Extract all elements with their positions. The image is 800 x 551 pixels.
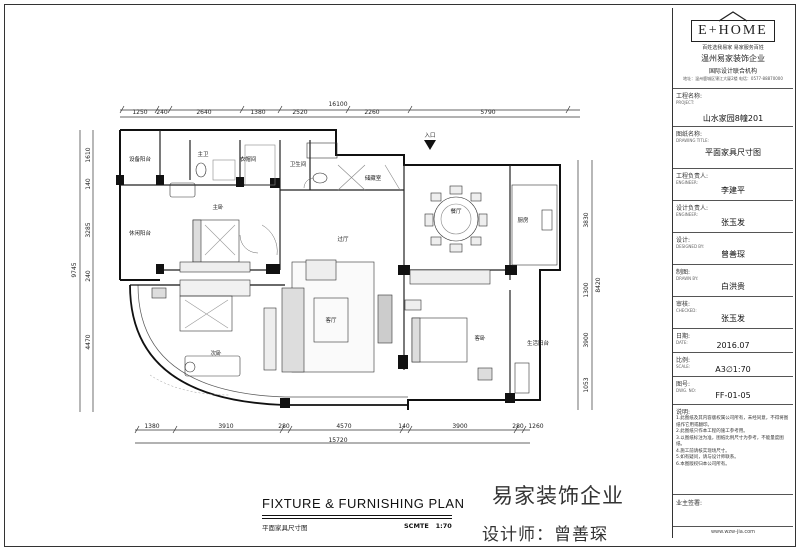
dim-left-3: 3285 xyxy=(85,222,92,237)
plan-subtitle: 平面家具尺寸图 xyxy=(262,524,308,532)
dim-top-total: 16100 xyxy=(328,101,347,108)
tb-project: 工程名称:PROJECT: 山水家园8幢201 xyxy=(673,88,793,148)
room-master-bath: 主卫 xyxy=(197,150,209,158)
logo-brand: E+HOME xyxy=(691,20,775,42)
dim-bottom-total: 15720 xyxy=(328,437,347,444)
dim-top-7: 5790 xyxy=(480,109,495,116)
tb-signature: 业主签署: xyxy=(673,494,793,526)
designer-handwriting: 设计师：曾善琛 xyxy=(482,525,608,545)
dim-bottom-4: 4570 xyxy=(336,423,351,430)
dim-top-5: 2520 xyxy=(292,109,307,116)
room-dining: 餐厅 xyxy=(450,207,462,215)
room-master-bed: 主卧 xyxy=(212,203,224,211)
room-kitchen: 厨房 xyxy=(517,216,529,224)
tb-notes: 说明: 1.此图纸及其内容版权属公司所有，未经同意，不得将图纸作它用或翻印。 2… xyxy=(673,404,793,494)
engineer-value: 李建平 xyxy=(721,186,745,195)
room-utility-balcony: 设备阳台 xyxy=(129,155,152,163)
drawn-value: 白洪贵 xyxy=(721,282,745,291)
tb-drawing: 图纸名称:DRAWING TITLE: 平面家具尺寸图 xyxy=(673,126,793,166)
dim-right-2: 1300 xyxy=(583,282,590,297)
room-living: 客厅 xyxy=(325,316,337,324)
dim-left-4: 240 xyxy=(85,270,92,282)
scale-value: A3∅1:70 xyxy=(715,365,751,374)
website: www.wzw-jia.com xyxy=(710,529,756,535)
floor-plan: 16100 1250 240 2640 1380 2520 2260 5790 … xyxy=(71,101,602,444)
dim-top-4: 1380 xyxy=(250,109,265,116)
dim-top-6: 2260 xyxy=(364,109,379,116)
logo-org: 国际设计联合机构 xyxy=(708,68,757,75)
number-value: FF-01-05 xyxy=(715,391,751,400)
logo-company: 温州易家装饰企业 xyxy=(701,54,765,63)
dim-top-3: 2640 xyxy=(196,109,211,116)
title-block: E+HOME 百姓选我易家 易家服务百姓 温州易家装饰企业 国际设计联合机构 地… xyxy=(672,8,793,538)
plan-scale: SCMTE 1:70 xyxy=(404,522,452,530)
title-underline xyxy=(262,515,452,516)
house-roof-icon xyxy=(718,11,748,22)
dim-bottom-6: 3900 xyxy=(452,423,467,430)
plan-title: FIXTURE & FURNISHING PLAN xyxy=(262,496,465,511)
tb-engineer: 工程负责人:ENGINEER: 李建平 xyxy=(673,168,793,200)
dim-bottom-8: 1260 xyxy=(528,423,543,430)
dim-right-total: 8420 xyxy=(595,277,602,292)
checked-value: 张玉发 xyxy=(721,314,745,323)
tb-drawn: 制图:DRAWN BY: 白洪贵 xyxy=(673,264,793,296)
room-study: 次卧 xyxy=(210,349,222,357)
dim-top-1: 1250 xyxy=(132,109,147,116)
dim-left-5: 4470 xyxy=(85,334,92,349)
dim-bottom-7: 280 xyxy=(512,423,524,430)
notes-list: 1.此图纸及其内容版权属公司所有，未经同意，不得将图纸作它用或翻印。 2.此图纸… xyxy=(676,416,789,467)
dim-right-3: 3900 xyxy=(583,332,590,347)
room-hall: 过厅 xyxy=(337,235,349,243)
tb-number: 图号:DWG. NO: FF-01-05 xyxy=(673,376,793,404)
dim-left-2: 140 xyxy=(85,178,92,190)
dim-bottom-2: 3910 xyxy=(218,423,233,430)
company-logo: E+HOME 百姓选我易家 易家服务百姓 温州易家装饰企业 国际设计联合机构 地… xyxy=(673,8,793,88)
room-store: 储藏室 xyxy=(365,174,382,182)
logo-address: 地址：温州鹿城区锦江大厦2楼 电话：0577-88870000 xyxy=(683,76,783,81)
tb-date: 日期:DATE: 2016.07 xyxy=(673,328,793,352)
room-wardrobe: 衣帽间 xyxy=(240,155,257,163)
dim-top-2: 240 xyxy=(156,109,168,116)
entrance-label: 入口 xyxy=(424,132,435,139)
project-value: 山水家园8幢201 xyxy=(702,114,764,123)
dim-bottom-1: 1380 xyxy=(144,423,159,430)
tb-checked: 审核:CHECKED: 张玉发 xyxy=(673,296,793,328)
dim-bottom-3: 280 xyxy=(278,423,290,430)
drawing-frame xyxy=(4,4,796,547)
tb-design-lead: 设计负责人:ENGINEER: 张玉发 xyxy=(673,200,793,232)
room-life-balcony: 生活阳台 xyxy=(527,339,550,347)
drawing-value: 平面家具尺寸图 xyxy=(705,148,761,157)
logo-slogan: 百姓选我易家 易家服务百姓 xyxy=(702,45,764,51)
dim-left-total: 9745 xyxy=(71,262,78,277)
dim-left-1: 1610 xyxy=(85,147,92,162)
room-guest-bath: 卫生间 xyxy=(290,160,307,168)
tb-scale: 比例:SCALE: A3∅1:70 xyxy=(673,352,793,376)
room-leisure-balcony: 休闲阳台 xyxy=(129,229,152,237)
tb-designer: 设计:DESIGNED BY: 曾善琛 xyxy=(673,232,793,264)
dim-right-4: 1053 xyxy=(583,377,590,392)
title-underline-thin xyxy=(262,518,452,519)
company-handwriting: 易家装饰企业 xyxy=(492,484,624,508)
date-value: 2016.07 xyxy=(716,341,750,350)
designer-value: 曾善琛 xyxy=(721,250,745,259)
dim-right-1: 3830 xyxy=(583,212,590,227)
room-guest-bed: 客卧 xyxy=(474,334,486,342)
design-lead-value: 张玉发 xyxy=(721,218,745,227)
dim-bottom-5: 140 xyxy=(398,423,410,430)
